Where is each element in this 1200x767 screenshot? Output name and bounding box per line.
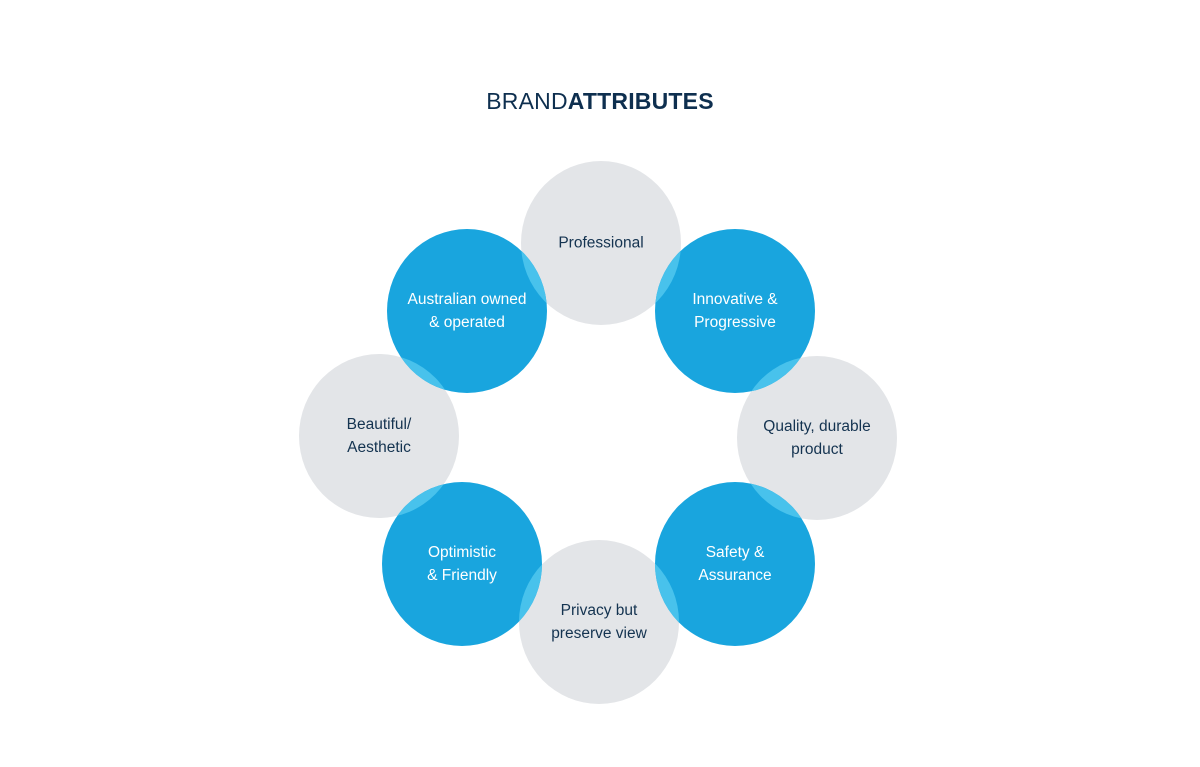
title-light: BRAND <box>486 88 568 114</box>
diagram-title: BRANDATTRIBUTES <box>0 86 1200 116</box>
attribute-circle-optimistic <box>382 482 542 646</box>
title-bold: ATTRIBUTES <box>567 88 714 114</box>
attribute-circle-beautiful <box>299 354 459 518</box>
attribute-circle-privacy <box>519 540 679 704</box>
attribute-circle-safety <box>655 482 815 646</box>
attribute-circle-professional <box>521 161 681 325</box>
attribute-circle-innovative <box>655 229 815 393</box>
attribute-circle-quality <box>737 356 897 520</box>
circle-layer <box>299 161 897 704</box>
attribute-circle-australian <box>387 229 547 393</box>
